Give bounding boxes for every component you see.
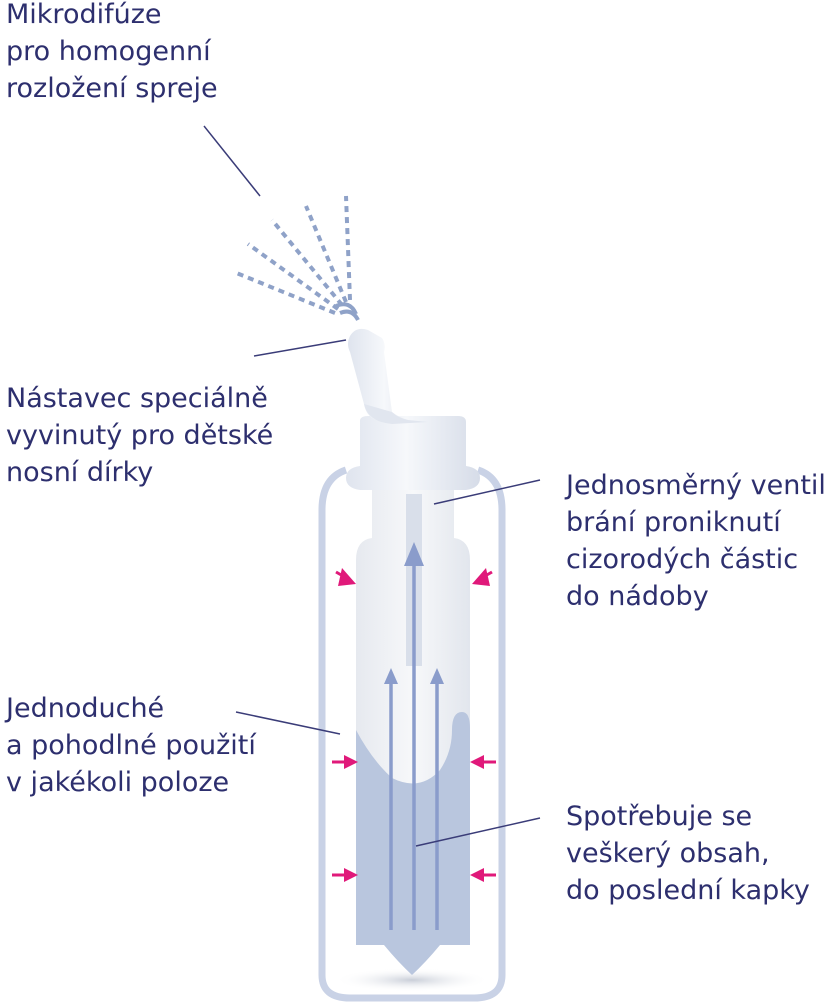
pressure-arrow-lower-right [470,868,496,882]
pressure-arrow-middle-right [470,755,496,769]
pressure-arrow-middle-left [332,755,358,769]
nasal-nozzle [348,328,428,420]
leader-lines [203,125,541,847]
bottle-cap [346,416,480,490]
label-one-way-valve: Jednosměrný ventil brání proniknutí cizo… [566,470,826,612]
label-easy-use: Jednoduché a pohodlné použití v jakékoli… [6,693,256,798]
pressure-arrow-upper-left [335,568,356,586]
leader-full-use [415,817,541,847]
flow-arrows [384,542,444,930]
pressure-arrow-upper-right [472,568,493,586]
bottle-base-shadow [334,968,490,992]
pressure-arrows [332,568,496,882]
leader-valve [433,479,541,505]
pressure-arrow-lower-left [332,868,358,882]
label-microdiffusion: Mikrodifúze pro homogenní rozložení spre… [6,0,218,104]
bottle-outline [318,466,506,1002]
leader-microdiffusion [203,125,261,197]
label-nozzle: Nástavec speciálně vyvinutý pro dětské n… [6,383,274,488]
leader-nozzle [253,339,347,357]
leader-easy-use [235,711,341,735]
spray-pattern [233,195,360,321]
label-full-use: Spotřebuje se veškerý obsah, do poslední… [566,801,810,906]
